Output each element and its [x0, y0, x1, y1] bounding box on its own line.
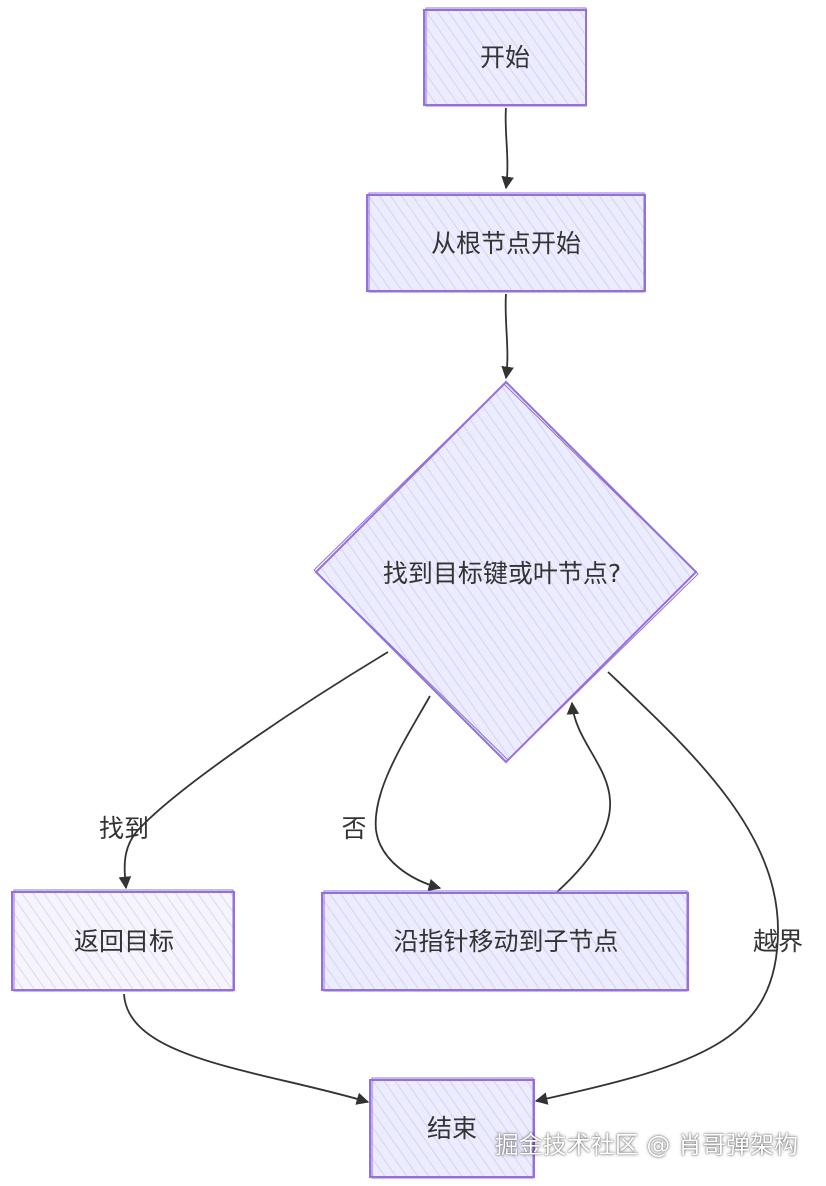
node-return-target-label: 返回目标 [74, 927, 174, 956]
edge-decision-to-move [374, 695, 442, 892]
edge-move-back-to-decision [556, 701, 611, 893]
node-decision-label: 找到目标键或叶节点? [383, 559, 621, 588]
edge-root-to-decision [501, 293, 514, 380]
edge-label-found: 找到 [99, 814, 149, 843]
node-end-label: 结束 [427, 1114, 477, 1143]
edge-start-to-root [501, 107, 514, 190]
watermark: 掘金技术社区 @ 肖哥弹架构 [494, 1131, 798, 1159]
edge-decision-to-end [534, 671, 779, 1105]
node-decision: 找到目标键或叶节点? [313, 380, 699, 764]
node-move-child-label: 沿指针移动到子节点 [393, 927, 618, 956]
node-from-root-label: 从根节点开始 [431, 229, 581, 258]
node-end: 结束 [369, 1077, 535, 1179]
node-start-label: 开始 [480, 43, 530, 72]
edge-label-out-of-bounds: 越界 [753, 927, 803, 956]
node-move-child: 沿指针移动到子节点 [321, 890, 689, 992]
edge-return-to-end [123, 993, 370, 1105]
node-from-root: 从根节点开始 [366, 192, 646, 293]
node-start: 开始 [423, 7, 587, 107]
edge-label-no: 否 [341, 814, 366, 843]
node-return-target: 返回目标 [11, 889, 235, 992]
edge-decision-to-return [118, 651, 389, 890]
edges [118, 107, 779, 1105]
